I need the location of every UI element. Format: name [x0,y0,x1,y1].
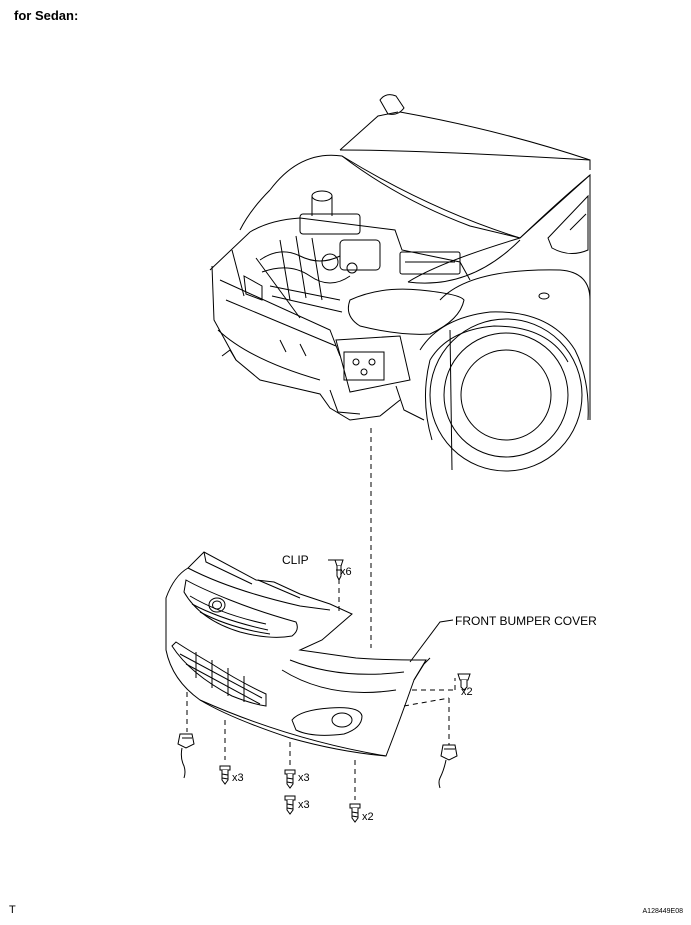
lower-right-screw-quantity: x2 [362,811,374,823]
lower-left-screw-quantity: x3 [232,772,244,784]
footer-mark: T [9,904,16,916]
push-clip-icon [335,560,343,580]
page-title: for Sedan: [14,8,79,23]
figure-code: A128449E08 [642,908,683,915]
clip-quantity: x6 [340,566,352,578]
front-bumper-cover-label: FRONT BUMPER COVER [455,614,597,628]
clip-label: CLIP [282,553,309,567]
side-clip-quantity: x2 [461,686,473,698]
screw-lower-right-icon [350,804,360,822]
lower-center-screw-quantity-a: x3 [298,772,310,784]
screw-lower-center-a-icon [285,770,295,788]
vehicle-illustration [210,95,590,471]
front-bumper-cover-illustration [166,552,430,756]
screw-lower-center-b-icon [285,796,295,814]
alignment-lines [187,428,455,800]
lower-center-screw-quantity-b: x3 [298,799,310,811]
fog-lamp-connector-left-icon [178,734,194,778]
side-push-clip-icon [458,674,470,690]
fog-lamp-connector-right-icon [439,745,457,788]
screw-lower-left-icon [220,766,230,784]
